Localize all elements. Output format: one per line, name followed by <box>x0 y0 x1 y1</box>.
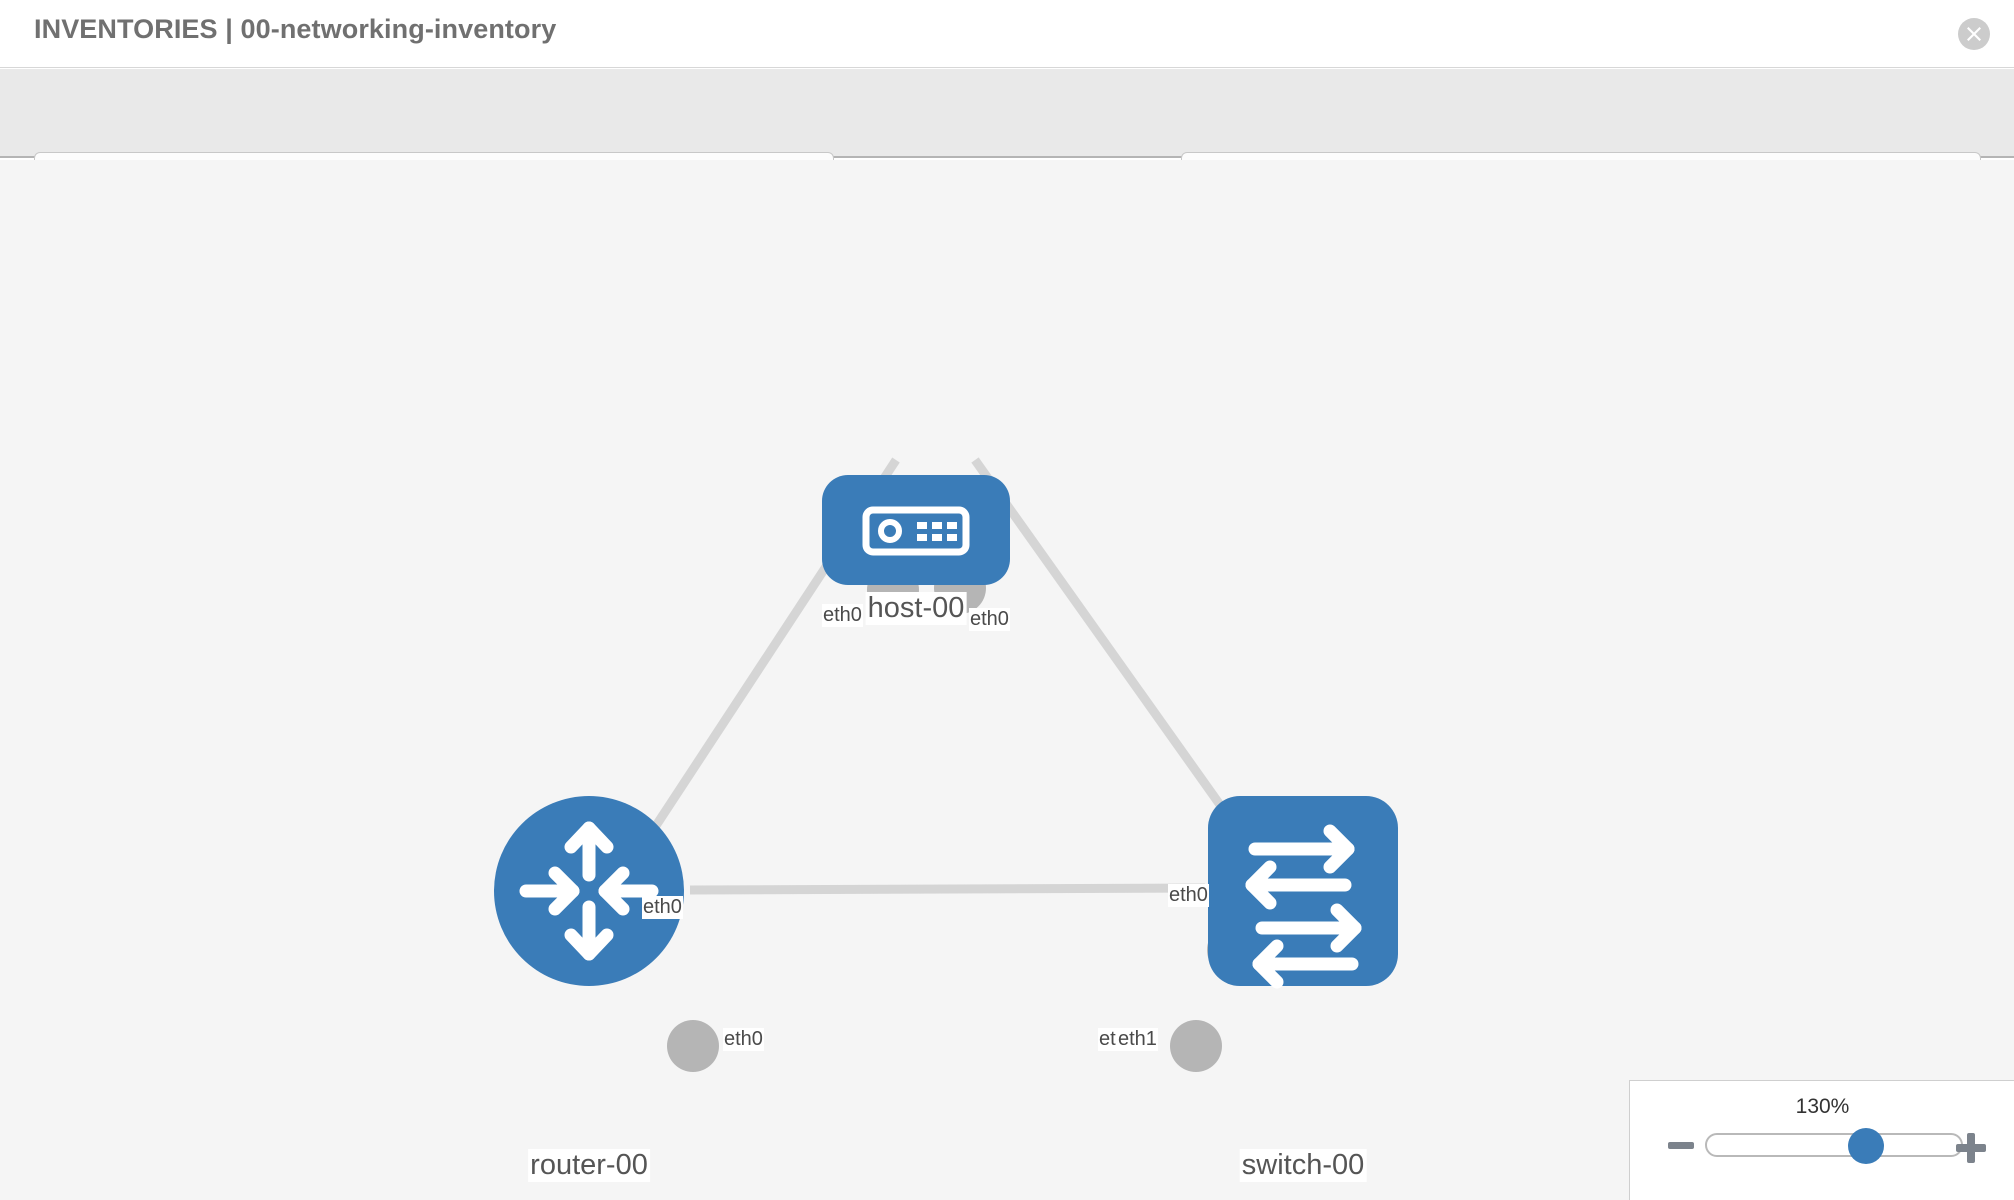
zoom-slider[interactable] <box>1705 1128 1963 1164</box>
topology-graph[interactable] <box>0 160 2014 1200</box>
iface-label: eth0 <box>822 604 863 627</box>
link-host-switch[interactable] <box>971 457 1249 843</box>
node-switch-00[interactable] <box>1208 796 1398 989</box>
zoom-slider-thumb[interactable] <box>1848 1128 1884 1164</box>
iface-label: eth0 <box>969 608 1010 631</box>
node-label-host-00: host-00 <box>865 592 967 625</box>
node-host-00[interactable] <box>822 475 1010 585</box>
router-icon <box>519 821 659 961</box>
link-endpoint-group <box>667 562 1259 1072</box>
close-icon[interactable] <box>1958 18 1990 50</box>
iface-label: eth0 <box>642 896 683 919</box>
zoom-level-value: 130% <box>1795 1095 1850 1118</box>
server-icon <box>862 506 970 556</box>
endpoint-switch-left[interactable] <box>1170 1020 1222 1072</box>
page-title: INVENTORIES | 00-networking-inventory <box>34 14 557 44</box>
node-label-switch-00: switch-00 <box>1239 1149 1367 1182</box>
iface-label: eth0 <box>723 1028 764 1051</box>
endpoint-router-right[interactable] <box>667 1020 719 1072</box>
iface-label: eth0 <box>1168 884 1209 907</box>
link-router-switch[interactable] <box>689 883 1206 895</box>
window-header: INVENTORIES | 00-networking-inventory <box>0 0 2014 68</box>
minus-icon[interactable] <box>1666 1131 1696 1166</box>
node-router-00[interactable] <box>494 796 684 986</box>
switch-icon <box>1245 824 1362 989</box>
zoom-control-panel: 130% <box>1629 1080 2014 1200</box>
node-label-router-00: router-00 <box>528 1149 650 1182</box>
toolbar: ACTIONS SEARCH <box>0 69 2014 202</box>
iface-label: eth1 <box>1117 1028 1158 1051</box>
topology-canvas[interactable]: eth0 eth0 eth0 eth0 eth0 eth0 eth1 host-… <box>0 160 2014 1200</box>
plus-icon[interactable] <box>1954 1131 1988 1170</box>
